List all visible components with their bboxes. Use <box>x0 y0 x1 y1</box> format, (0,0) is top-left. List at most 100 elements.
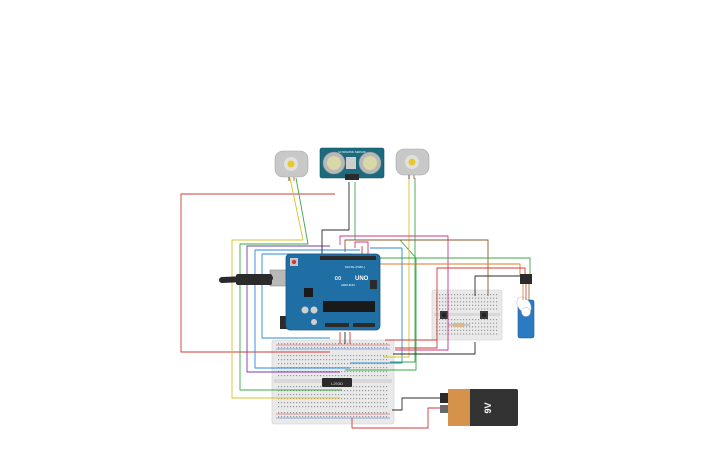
resistor[interactable] <box>448 323 470 327</box>
breadboard-hole <box>281 386 283 388</box>
breadboard-hole <box>487 304 489 306</box>
breadboard-hole <box>338 398 340 400</box>
breadboard-hole <box>445 301 447 303</box>
breadboard-hole <box>365 367 367 369</box>
push-button-left[interactable] <box>440 311 448 319</box>
small-breadboard[interactable] <box>431 289 503 341</box>
breadboard-hole <box>311 359 313 361</box>
breadboard-hole <box>460 308 462 310</box>
breadboard-hole <box>374 371 376 373</box>
breadboard-hole <box>314 416 316 418</box>
servo-motor[interactable] <box>514 274 535 339</box>
breadboard-hole <box>341 343 343 345</box>
breadboard-hole <box>463 308 465 310</box>
breadboard-hole <box>317 347 319 349</box>
breadboard-hole <box>281 406 283 408</box>
breadboard-hole <box>359 402 361 404</box>
breadboard-hole <box>368 402 370 404</box>
breadboard-hole <box>496 301 498 303</box>
breadboard-hole <box>451 322 453 324</box>
breadboard-hole <box>484 333 486 335</box>
breadboard-hole <box>305 347 307 349</box>
breadboard-hole <box>466 297 468 299</box>
breadboard-hole <box>329 363 331 365</box>
breadboard-hole <box>314 363 316 365</box>
breadboard-hole <box>442 308 444 310</box>
breadboard-hole <box>451 326 453 328</box>
breadboard-hole <box>308 343 310 345</box>
breadboard-hole <box>496 322 498 324</box>
breadboard-hole <box>320 375 322 377</box>
breadboard-hole <box>329 406 331 408</box>
breadboard-hole <box>278 390 280 392</box>
breadboard-hole <box>374 398 376 400</box>
breadboard-hole <box>365 371 367 373</box>
breadboard-hole <box>347 375 349 377</box>
ultrasonic-transducer-left <box>322 151 346 175</box>
breadboard-hole <box>362 375 364 377</box>
breadboard-hole <box>317 363 319 365</box>
breadboard-hole <box>323 363 325 365</box>
breadboard-hole <box>323 398 325 400</box>
breadboard-hole <box>308 375 310 377</box>
breadboard-hole <box>475 326 477 328</box>
breadboard-hole <box>302 347 304 349</box>
breadboard-hole <box>341 402 343 404</box>
breadboard-hole <box>460 333 462 335</box>
breadboard-hole <box>472 294 474 296</box>
battery-9v[interactable]: 9V <box>440 389 518 426</box>
breadboard-hole <box>326 355 328 357</box>
breadboard-hole <box>290 359 292 361</box>
breadboard-hole <box>371 390 373 392</box>
breadboard-hole <box>278 412 280 414</box>
breadboard-hole <box>386 359 388 361</box>
breadboard-hole <box>439 319 441 321</box>
breadboard-hole <box>359 416 361 418</box>
breadboard-hole <box>317 416 319 418</box>
push-button-right[interactable] <box>480 311 488 319</box>
breadboard-hole <box>463 333 465 335</box>
breadboard-hole <box>299 355 301 357</box>
breadboard-hole <box>448 319 450 321</box>
breadboard-hole <box>320 386 322 388</box>
breadboard-hole <box>365 390 367 392</box>
breadboard-hole <box>311 347 313 349</box>
breadboard-hole <box>296 363 298 365</box>
breadboard-hole <box>496 294 498 296</box>
breadboard-hole <box>454 319 456 321</box>
breadboard-hole <box>350 363 352 365</box>
breadboard-hole <box>374 412 376 414</box>
motor-driver-chip[interactable]: L293D <box>322 378 352 387</box>
breadboard-hole <box>484 304 486 306</box>
breadboard-hole <box>356 367 358 369</box>
arduino-uno-board[interactable]: ∞ UNO ARDUINO DIGITAL (PWM~) <box>219 253 381 331</box>
breadboard-hole <box>490 319 492 321</box>
breadboard-hole <box>383 412 385 414</box>
breadboard-hole <box>380 347 382 349</box>
breadboard-hole <box>445 304 447 306</box>
breadboard-hole <box>299 398 301 400</box>
breadboard-hole <box>338 343 340 345</box>
breadboard-hole <box>362 394 364 396</box>
breadboard-hole <box>466 301 468 303</box>
breadboard-hole <box>293 394 295 396</box>
breadboard-hole <box>344 394 346 396</box>
breadboard-hole <box>463 304 465 306</box>
breadboard-hole <box>445 322 447 324</box>
breadboard-hole <box>374 390 376 392</box>
ultrasonic-sensor[interactable]: ULTRASONIC SENSOR <box>319 147 385 180</box>
breadboard-hole <box>332 398 334 400</box>
breadboard-hole <box>284 347 286 349</box>
breadboard-hole <box>350 359 352 361</box>
dc-motor-left[interactable] <box>274 150 309 181</box>
breadboard-holes <box>278 343 388 418</box>
breadboard-hole <box>353 412 355 414</box>
breadboard-hole <box>278 355 280 357</box>
atmega-chip <box>323 301 375 312</box>
breadboard-hole <box>475 333 477 335</box>
breadboard-hole <box>278 343 280 345</box>
breadboard-hole <box>320 402 322 404</box>
dc-motor-right[interactable] <box>395 148 430 179</box>
breadboard-hole <box>317 359 319 361</box>
breadboard-hole <box>442 333 444 335</box>
